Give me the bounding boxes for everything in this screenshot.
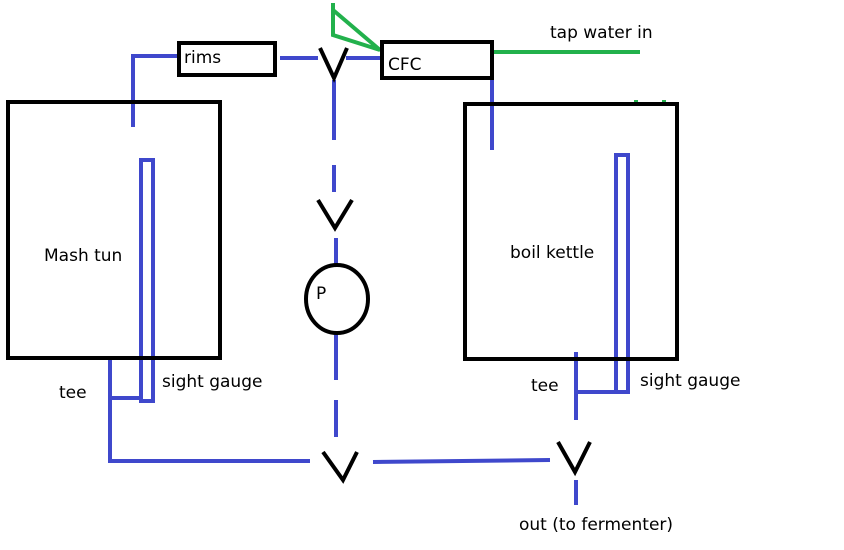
tee-left-label: tee <box>59 383 87 403</box>
sight-gauge-right-label: sight gauge <box>640 371 740 391</box>
rims-box <box>177 41 277 77</box>
sight-gauge-left-label: sight gauge <box>162 372 262 392</box>
tee-left-line <box>108 358 141 400</box>
boil-kettle-vessel <box>463 102 679 361</box>
tap-water-in-label: tap water in <box>550 23 653 43</box>
bottom-middle-line <box>372 458 551 464</box>
bottom-left-line <box>108 398 310 463</box>
mash-tun-label: Mash tun <box>44 246 122 266</box>
rims-label: rims <box>184 48 221 68</box>
tee-right-label: tee <box>531 376 559 396</box>
valve-bottom-right <box>556 441 592 477</box>
pump-label: P <box>316 284 326 304</box>
valve-top <box>318 47 349 83</box>
sight-gauge-left-tube <box>139 158 155 403</box>
cfc-box <box>380 40 494 80</box>
boil-kettle-label: boil kettle <box>510 243 594 263</box>
cfc-to-valve-water-line <box>331 3 382 52</box>
pump-icon <box>304 263 370 335</box>
wort-lines <box>108 54 630 505</box>
out-label: out (to fermenter) <box>519 515 673 535</box>
mash-tun-to-rims-line <box>131 54 180 127</box>
valve-bottom-center <box>321 450 359 484</box>
valve-middle <box>316 198 354 232</box>
mash-tun-vessel <box>6 100 222 360</box>
cfc-label: CFC <box>388 55 422 75</box>
sight-gauge-right-tube <box>614 153 630 394</box>
